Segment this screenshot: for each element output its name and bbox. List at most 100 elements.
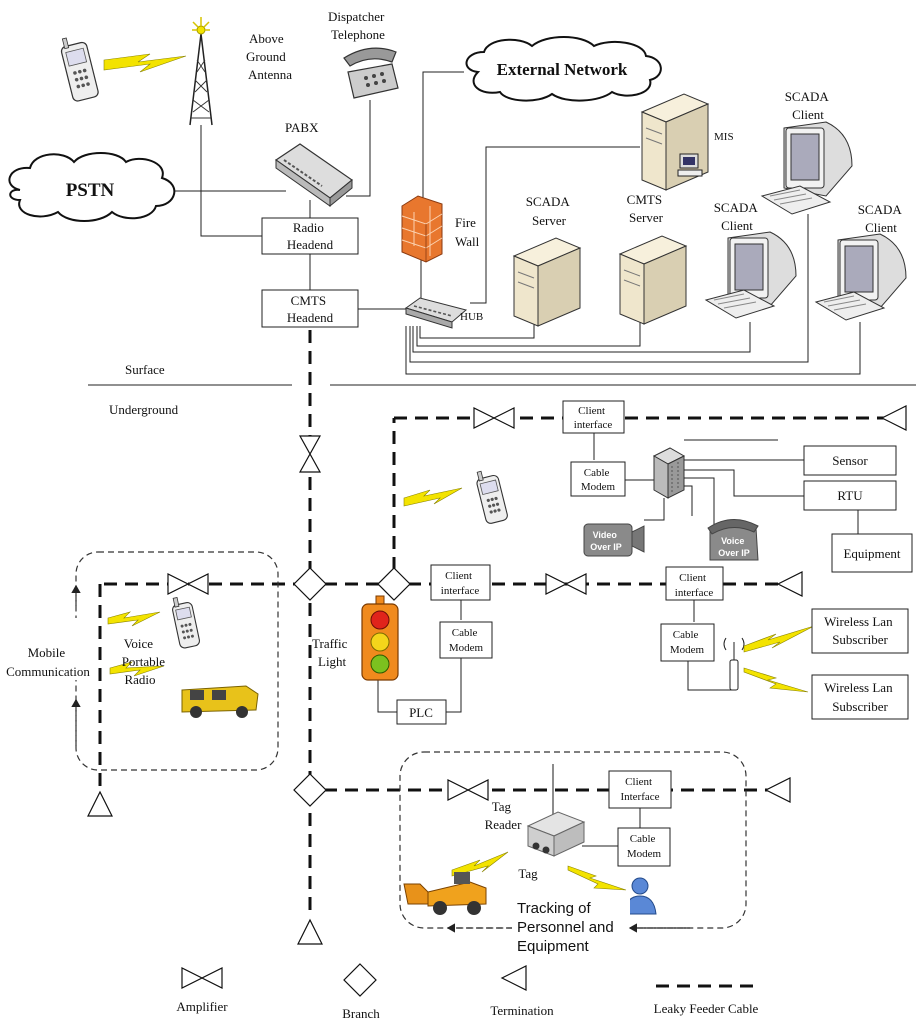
wireless-signal-icon <box>403 487 463 507</box>
loader-vehicle-icon <box>403 872 487 915</box>
wireless-lan-subscriber-box-2 <box>811 674 909 720</box>
cable-modem-box-4 <box>617 827 671 867</box>
client-interface-label-2: Client interface <box>441 570 480 597</box>
traffic-light-icon <box>361 595 399 681</box>
ethernet-switch-icon <box>652 447 686 499</box>
wireless-signal-icon <box>109 661 165 677</box>
tag-reader-icon <box>526 764 586 857</box>
video-over-ip-label: Video Over IP <box>590 530 622 552</box>
traffic-light-label: Traffic Light <box>312 636 351 669</box>
mining-truck-icon <box>181 685 259 718</box>
amplifier-symbol <box>167 573 209 595</box>
cmts-server-label: CMTS Server <box>627 192 666 225</box>
sensor-box <box>803 445 897 476</box>
legend-amplifier-label: Amplifier <box>176 999 228 1014</box>
video-camera-icon: Video Over IP <box>583 523 645 557</box>
wireless-signal-icon <box>743 667 809 693</box>
scada-client-top-label: SCADA Client <box>785 89 832 122</box>
legend: Amplifier Branch Termination Leaky Feede… <box>176 963 759 1021</box>
external-network-cloud <box>465 36 662 102</box>
telephone-icon <box>343 47 399 99</box>
legend-branch-symbol <box>343 963 377 997</box>
radio-headend-box <box>261 217 359 255</box>
voice-over-ip-label: Voice Over IP <box>718 536 750 558</box>
scada-client-mid-label: SCADA Client <box>714 200 761 233</box>
rtu-box <box>803 480 897 511</box>
scada-client-top-computer-icon <box>760 121 853 215</box>
amplifier-symbol <box>298 435 322 473</box>
portable-radio-icon <box>172 597 200 649</box>
tracking-label: Tracking of Personnel and Equipment <box>517 900 618 955</box>
mis-server-icon <box>640 93 710 191</box>
legend-leaky-feeder-label: Leaky Feeder Cable <box>654 1001 759 1016</box>
scada-client-right-computer-icon <box>814 233 907 321</box>
surface-label: Surface <box>125 362 165 377</box>
equipment-box <box>831 533 913 573</box>
external-network-label: External Network <box>497 60 628 79</box>
wireless-lan-subscriber-box-1 <box>811 608 909 654</box>
legend-branch-label: Branch <box>342 1006 380 1021</box>
pstn-cloud <box>8 152 176 222</box>
wireless-signal-icon <box>743 625 815 653</box>
wireless-lan-subscriber-label-1: Wireless Lan Subscriber <box>824 614 896 647</box>
mis-label: MIS <box>714 131 734 143</box>
mobile-communication-label: Mobile Communication <box>6 645 90 679</box>
amplifier-symbol <box>473 407 515 429</box>
client-interface-label-4: Client Interface <box>620 776 659 803</box>
termination-symbol <box>880 405 907 431</box>
wireless-signal-icon <box>103 53 187 73</box>
tracking-zone <box>399 751 747 929</box>
scada-server-label: SCADA Server <box>526 194 573 228</box>
sensor-label: Sensor <box>832 453 868 468</box>
legend-amplifier-symbol <box>181 967 223 989</box>
cmts-server-icon <box>618 235 688 325</box>
client-interface-box-3 <box>665 566 724 601</box>
client-interface-label-3: Client interface <box>675 572 714 599</box>
scada-client-right-label: SCADA Client <box>858 202 905 235</box>
scada-server-icon <box>512 237 582 327</box>
tag-label: Tag <box>518 866 538 881</box>
mobile-communication-label-mask <box>0 618 98 680</box>
pabx-switch-icon <box>274 143 353 208</box>
pstn-label: PSTN <box>66 180 115 201</box>
cable-modem-label-1: Cable Modem <box>581 467 616 493</box>
cable-modem-box-1 <box>570 461 626 497</box>
cable-modem-label-4: Cable Modem <box>627 833 662 860</box>
client-interface-box-2 <box>430 564 491 601</box>
surface-wiring <box>170 71 861 375</box>
legend-termination-symbol <box>500 965 527 991</box>
wireless-signal-icon <box>107 611 161 627</box>
termination-symbol <box>764 777 791 803</box>
cmts-headend-label: CMTS Headend <box>287 293 334 325</box>
voice-portable-radio-label: Voice Portable Radio <box>122 636 169 687</box>
firewall-icon <box>401 195 443 263</box>
termination-symbol <box>87 790 113 817</box>
cable-modem-box-2 <box>439 621 493 659</box>
wireless-lan-subscriber-label-2: Wireless Lan Subscriber <box>824 680 896 714</box>
amplifier-symbol <box>447 779 489 801</box>
termination-symbol <box>297 918 323 945</box>
legend-termination-label: Termination <box>490 1003 554 1018</box>
fire-wall-label: Fire Wall <box>455 215 480 249</box>
client-interface-box-1 <box>562 400 625 434</box>
pabx-label: PABX <box>285 120 319 135</box>
client-interface-box-4 <box>608 770 672 809</box>
rtu-label: RTU <box>837 488 863 503</box>
scada-client-mid-computer-icon <box>704 231 797 319</box>
cable-modem-label-2: Cable Modem <box>449 627 484 654</box>
branch-symbol <box>293 567 327 601</box>
tag-reader-label: Tag Reader <box>485 799 522 832</box>
radio-antenna-tower-icon <box>189 17 213 126</box>
hub-label: HUB <box>460 311 483 323</box>
wireless-access-point-icon <box>723 637 745 691</box>
dispatcher-telephone-label: Dispatcher Telephone <box>328 9 388 42</box>
cell-phone-icon <box>476 470 508 524</box>
amplifier-symbol <box>545 573 587 595</box>
cable-modem-box-3 <box>660 623 715 662</box>
cmts-headend-box <box>261 289 359 328</box>
equipment-label: Equipment <box>843 546 900 561</box>
wireless-signal-icon <box>567 865 627 891</box>
plc-label: PLC <box>409 705 433 720</box>
cell-phone-icon <box>60 37 99 102</box>
